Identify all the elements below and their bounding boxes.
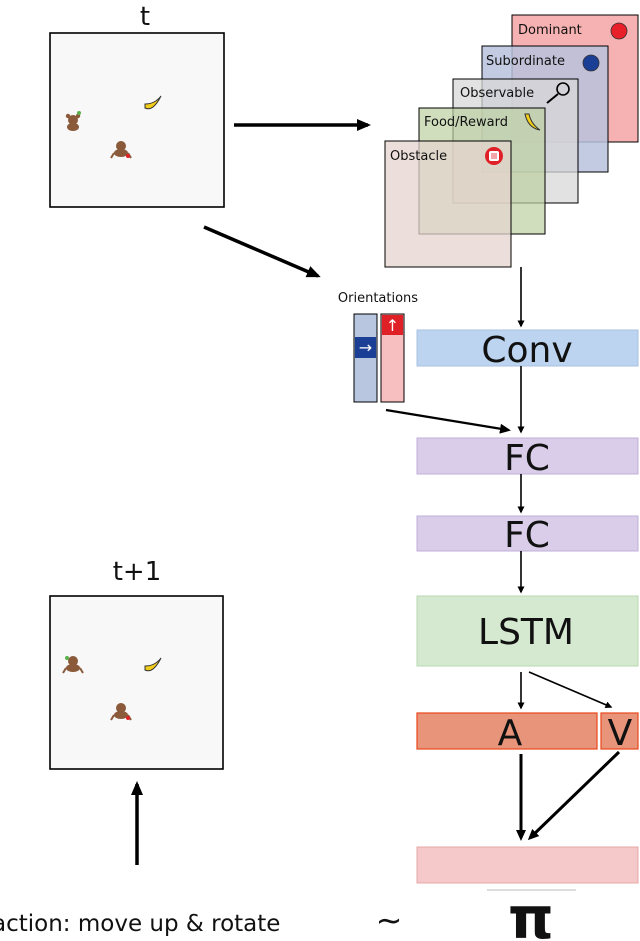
actor-block (416, 712, 598, 750)
lstm-block (416, 595, 639, 667)
monkey-icon (110, 703, 132, 721)
magnifier-icon (546, 82, 570, 104)
arrow (385, 408, 511, 434)
frame-t (49, 32, 225, 208)
orientation-dominant: ↑ (380, 313, 405, 403)
fc-label-2: FC (504, 515, 550, 556)
banana-icon (144, 657, 162, 672)
policy-block (416, 846, 639, 884)
banana-icon (524, 113, 541, 131)
critic-label: V (608, 713, 633, 754)
frame-t1 (49, 595, 224, 770)
right-arrow-icon: → (359, 338, 372, 357)
up-arrow-icon: ↑ (386, 316, 399, 335)
monkey-icon (62, 656, 84, 674)
action-caption: action: move up & rotate (0, 911, 280, 937)
fc-block-1 (416, 437, 639, 475)
layer-label-observable: Observable (460, 86, 534, 101)
frame-t-label: t (140, 2, 150, 32)
actor-label: A (498, 713, 523, 754)
critic-block (600, 712, 639, 750)
conv-block (416, 329, 639, 367)
orientations-title: Orientations (338, 291, 418, 306)
monkey-icon (65, 111, 81, 131)
frame-t1-label: t+1 (113, 557, 162, 587)
layer-label-food-reward: Food/Reward (424, 115, 508, 130)
arrow (527, 750, 621, 841)
conv-label: Conv (481, 330, 572, 371)
fc-block-2 (416, 515, 639, 552)
monkey-icon (110, 141, 132, 159)
fc-label-1: FC (504, 438, 550, 479)
layer-label-obstacle: Obstacle (390, 149, 447, 164)
policy-symbol: π (508, 884, 554, 941)
lstm-label: LSTM (478, 612, 574, 653)
orientation-subordinate: → (353, 313, 378, 403)
arrow (528, 671, 613, 709)
red-circle-icon (610, 22, 628, 40)
stop-hand-icon (485, 147, 503, 165)
blue-circle-icon (582, 54, 600, 72)
layer-label-dominant: Dominant (518, 23, 582, 38)
tilde-symbol: ~ (376, 901, 403, 939)
layer-stack: Dominant Subordinate Observable Food/Rew… (384, 14, 639, 268)
layer-label-subordinate: Subordinate (486, 54, 565, 69)
banana-icon (144, 95, 162, 110)
arrow (203, 225, 321, 278)
pi-underline (487, 889, 576, 891)
